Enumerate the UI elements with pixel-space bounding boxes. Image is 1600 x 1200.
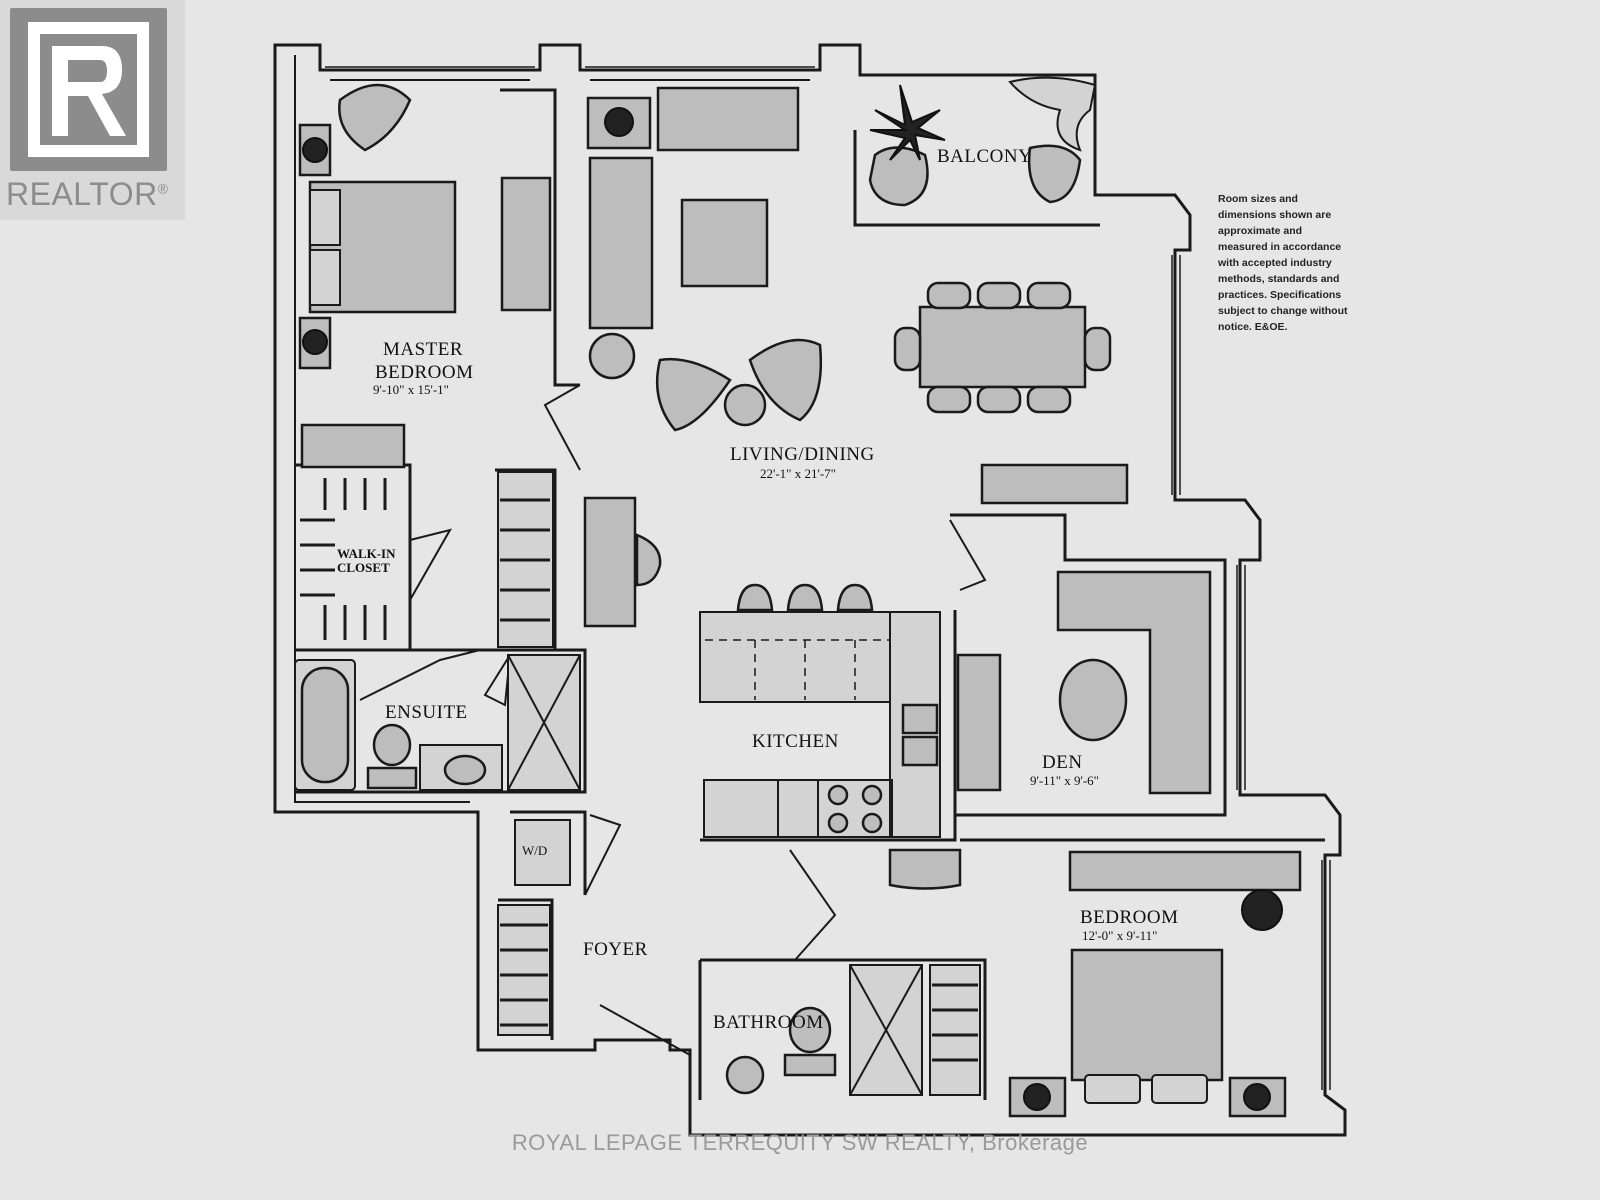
dining-chair: [926, 385, 972, 414]
master-dresser: [500, 176, 552, 312]
pillow: [1084, 1074, 1141, 1104]
kitchen-fixtures: [699, 583, 941, 838]
bathroom-sink: [725, 1055, 765, 1095]
refrigerator: [703, 779, 779, 838]
walk-in-closet-label: WALK-IN: [337, 546, 396, 561]
walk-in-closet-shelving: [300, 471, 554, 648]
desk-chair: [635, 533, 662, 587]
bathroom-closet: [929, 964, 981, 1096]
bar-stool: [736, 583, 774, 612]
lamp-icon: [302, 137, 328, 163]
walk-in-closet-label: CLOSET: [337, 560, 390, 575]
burner: [861, 784, 883, 806]
washer-dryer-label: W/D: [522, 843, 547, 858]
realtor-r-icon: [10, 8, 167, 171]
foyer-label: FOYER: [583, 939, 648, 960]
living-dining-dims: 22'-1" x 21'-7": [760, 466, 836, 481]
den-dims: 9'-11" x 9'-6": [1030, 773, 1099, 788]
sofa: [588, 156, 654, 330]
accent-chair: [655, 358, 732, 432]
sideboard: [583, 496, 637, 628]
bed: [1070, 948, 1224, 1082]
master-bedroom-furniture: [298, 83, 552, 469]
shrub-icon: [1008, 76, 1097, 152]
bathtub-basin: [300, 666, 350, 784]
bathroom-fixtures: [725, 964, 981, 1096]
bathroom-label: BATHROOM: [713, 1012, 824, 1033]
sofa: [656, 86, 800, 152]
master-bedroom-label: MASTER: [383, 339, 463, 360]
bedroom-dims: 12'-0" x 9'-11": [1082, 928, 1157, 943]
burner: [861, 812, 883, 834]
plant-icon: [869, 84, 946, 161]
bedroom-label: BEDROOM: [1080, 907, 1179, 928]
brokerage-watermark: ROYAL LEPAGE TERREQUITY SW REALTY, Broke…: [511, 1130, 1089, 1155]
ensuite-fixtures: [294, 654, 581, 791]
toilet: [372, 723, 412, 767]
den-coffee-table: [1058, 658, 1128, 742]
bar-stool: [836, 583, 874, 612]
disclaimer-note: Room sizes and dimensions shown are appr…: [1218, 193, 1348, 333]
master-armchair: [338, 83, 412, 152]
ottoman: [723, 383, 767, 427]
exterior-walls: [273, 43, 1347, 1137]
lamp-icon: [1243, 1083, 1271, 1111]
burner: [827, 812, 849, 834]
pillow: [1151, 1074, 1208, 1104]
living-dining-furniture: [583, 86, 1129, 628]
dining-chair: [976, 281, 1022, 310]
lamp-icon: [302, 329, 328, 355]
dining-chair: [1083, 326, 1112, 372]
bedroom-dresser: [1068, 850, 1302, 892]
room-labels: MASTER BEDROOM 9'-10" x 15'-1" BALCONY L…: [337, 146, 1179, 1033]
balcony-furniture: [868, 76, 1097, 207]
dining-chair: [1026, 385, 1072, 414]
realtor-wordmark: REALTOR®: [6, 176, 169, 212]
foyer-bench: [888, 848, 962, 890]
dining-chair: [976, 385, 1022, 414]
bar-stool: [786, 583, 824, 612]
dining-table: [918, 305, 1087, 389]
foyer-closet: [497, 904, 551, 1036]
lamp-icon: [1241, 889, 1283, 931]
bathroom-toilet: [788, 1006, 832, 1054]
master-pillow: [309, 249, 341, 306]
side-table-round: [588, 332, 636, 380]
laundry-foyer: [497, 819, 962, 1036]
dining-chair: [893, 326, 922, 372]
dining-chair: [926, 281, 972, 310]
windows: [325, 66, 1331, 1090]
lamp-icon: [1023, 1083, 1051, 1111]
den-label: DEN: [1042, 752, 1083, 773]
master-bench: [300, 423, 406, 469]
master-bedroom-dims: 9'-10" x 15'-1": [373, 382, 449, 397]
sink: [443, 754, 487, 786]
balcony-chair: [1028, 144, 1082, 204]
master-pillow: [309, 189, 341, 246]
kitchen-sink: [901, 735, 939, 767]
bedroom-furniture: [1008, 850, 1302, 1118]
realtor-logo: REALTOR®: [0, 0, 185, 220]
burner: [827, 784, 849, 806]
sectional-sofa: [1056, 570, 1212, 795]
kitchen-label: KITCHEN: [752, 731, 839, 752]
dining-chair: [1026, 281, 1072, 310]
den-furniture: [956, 570, 1212, 795]
coffee-table: [680, 198, 769, 288]
lamp-icon: [604, 107, 634, 137]
kitchen-sink: [901, 703, 939, 735]
accent-chair: [748, 338, 823, 422]
balcony-label: BALCONY: [937, 146, 1032, 167]
washer-dryer: [514, 819, 571, 886]
ensuite-label: ENSUITE: [385, 702, 468, 723]
master-bedroom-label: BEDROOM: [375, 362, 474, 383]
den-media-unit: [956, 653, 1002, 792]
console-table: [980, 463, 1129, 505]
living-dining-label: LIVING/DINING: [730, 444, 875, 465]
